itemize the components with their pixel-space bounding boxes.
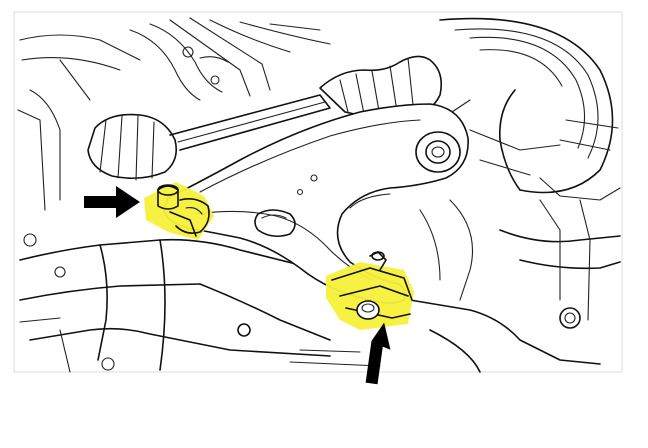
- arrow-right-icon: [84, 186, 140, 218]
- engine-background: [17, 17, 561, 211]
- lower-control-arm: [163, 103, 469, 304]
- diagram-frame: [13, 11, 623, 373]
- cv-boot-left: [87, 113, 178, 181]
- arrow-up-icon: [365, 322, 391, 385]
- bolt-highlight-left: [144, 182, 214, 240]
- subframe: [19, 199, 621, 373]
- wheel-hub: [439, 17, 621, 201]
- bolt-highlight-right: [326, 251, 414, 330]
